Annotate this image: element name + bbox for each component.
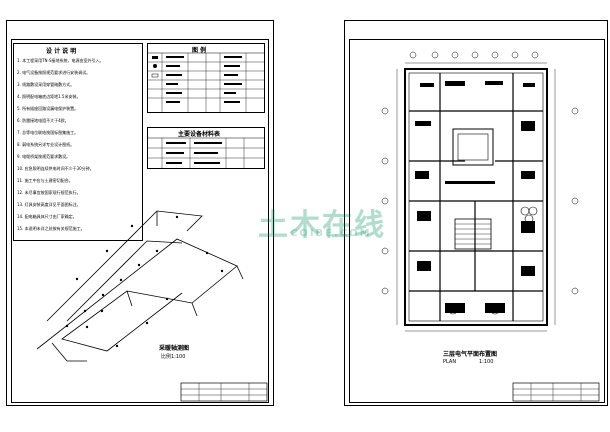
title-block-right <box>512 382 600 402</box>
legend-grid <box>148 52 264 112</box>
title-block-left <box>180 382 268 402</box>
design-note-line: 6. 防雷接地电阻不大于4欧。 <box>17 118 69 123</box>
plan-label: PLAN <box>443 359 457 365</box>
design-note-line: 10. 应急照明连续供电时间不少于30分钟。 <box>17 166 94 171</box>
design-note-line: 2. 电气设备按照规范要求进行安装调试。 <box>17 70 91 75</box>
plan-scale: 1:100 <box>479 359 494 365</box>
materials-table: 主要设备材料表 <box>147 127 265 169</box>
design-note-line: 4. 照明配电箱底边距地1.5米安装。 <box>17 94 81 99</box>
materials-grid <box>148 137 264 168</box>
design-notes-title: 设 计 说 明 <box>46 48 77 55</box>
design-note-line: 12. 未尽事宜按国家现行规范执行。 <box>17 190 81 195</box>
heating-axonometric-drawing <box>36 210 244 362</box>
design-note-line: 11. 施工中应与土建密切配合。 <box>17 178 73 183</box>
design-note-line: 7. 总等电位联结按国标图集施工。 <box>17 130 79 135</box>
design-notes-box: 设 计 说 明 1. 本工程采用TN-S接地系统，电源由室外引入。 2. 电气设备… <box>13 43 143 241</box>
legend-table: 图 例 <box>147 43 265 113</box>
design-note-line: 3. 线路敷设采用穿管暗敷方式。 <box>17 82 75 87</box>
axon-scale: 比例1:100 <box>161 354 186 360</box>
drawing-sheet-right: 三层电气平面布置图 PLAN 1:100 <box>344 20 608 406</box>
axon-title: 采暖轴测图 <box>159 345 190 352</box>
design-note-line: 8. 弱电系统另详专业设计图纸。 <box>17 142 75 147</box>
sheet-left-frame <box>11 39 269 403</box>
watermark-text: 土木在线 <box>258 208 386 243</box>
electrical-floor-plan <box>381 51 579 332</box>
design-note-line: 14. 配电箱具体尺寸由厂家确定。 <box>17 214 77 219</box>
sheet-right-frame <box>349 39 605 403</box>
legend-title: 图 例 <box>192 47 207 54</box>
design-note-line: 5. 所有插座回路设漏电保护装置。 <box>17 106 79 111</box>
watermark-subtext: COIBE.COM <box>290 228 372 239</box>
design-note-line: 15. 本说明未详之处按有关规范施工。 <box>17 226 85 231</box>
plan-title: 三层电气平面布置图 <box>443 351 498 358</box>
design-note-line: 1. 本工程采用TN-S接地系统，电源由室外引入。 <box>17 58 104 63</box>
design-note-line: 13. 灯具安装高度详见平面图标注。 <box>17 202 81 207</box>
design-note-line: 9. 电缆桥架按规范要求敷设。 <box>17 154 71 159</box>
materials-title: 主要设备材料表 <box>178 131 221 138</box>
drawing-sheet-left: 设 计 说 明 1. 本工程采用TN-S接地系统，电源由室外引入。 2. 电气设备… <box>6 20 274 406</box>
